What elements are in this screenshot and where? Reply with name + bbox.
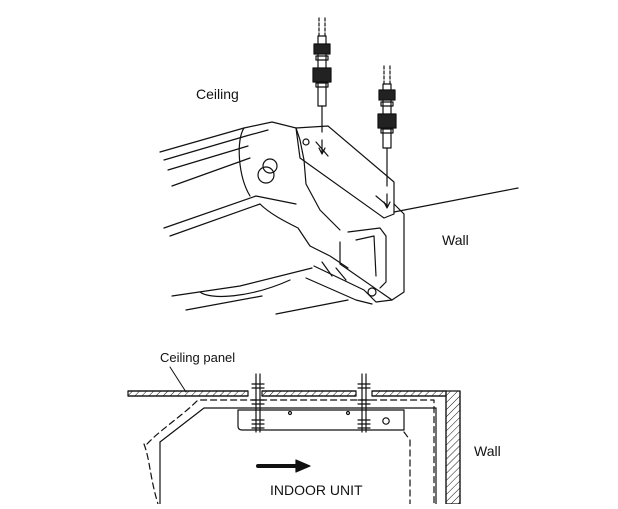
section-bolt-left [251, 373, 265, 433]
indoor-unit-label: INDOOR UNIT [270, 482, 363, 498]
isometric-view [159, 17, 519, 315]
ceiling-panel-label: Ceiling panel [160, 350, 236, 365]
indoor-unit-body [159, 121, 405, 315]
hanging-bolt-right [377, 65, 397, 187]
wall-section [445, 390, 461, 505]
hanging-bolt-left [312, 17, 332, 133]
unit-outline [159, 407, 437, 505]
unit-dashed-outline [146, 399, 435, 505]
ceiling-label: Ceiling [196, 86, 239, 102]
ceiling-panel-left [127, 390, 249, 397]
wall-label-top: Wall [442, 232, 469, 248]
wall-label-bottom: Wall [474, 443, 501, 459]
ceiling-panel-right [371, 390, 447, 397]
arrow-right-icon [256, 459, 311, 473]
section-bolt-right [357, 373, 371, 433]
mounting-plate [237, 409, 405, 431]
wall-line [393, 187, 519, 213]
ceiling-panel-middle [261, 390, 357, 397]
